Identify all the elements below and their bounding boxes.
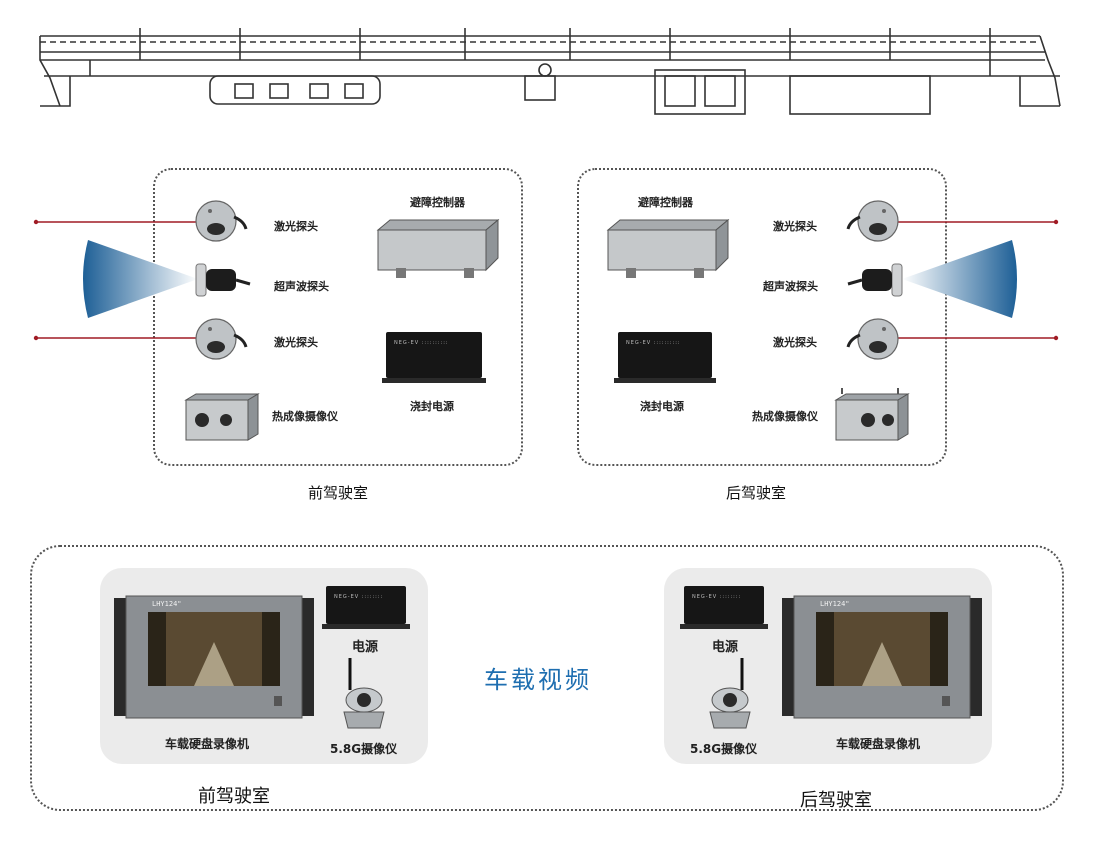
front-cab-label: 前驾驶室 <box>308 484 369 502</box>
rear-potted-power-label: 浇封电源 <box>640 400 684 413</box>
front-laser-probe-1-label: 激光探头 <box>274 220 318 233</box>
rear-thermal-camera-label: 热成像摄像仪 <box>752 410 818 423</box>
dvr-recorder <box>114 595 314 719</box>
front-laser-probe-2-label: 激光探头 <box>274 336 318 349</box>
front-dvr-screen-title: LHY124" <box>152 600 182 608</box>
video-front-cab-label: 前驾驶室 <box>198 786 270 807</box>
rear-laser-probe-1-label: 激光探头 <box>773 220 817 233</box>
front-obstacle-controller-label: 避障控制器 <box>410 196 465 209</box>
video-section-frame <box>30 545 1064 811</box>
wireless-camera-icon <box>343 658 385 729</box>
rear-laser-probe-2-label: 激光探头 <box>773 336 817 349</box>
front-cab-frame <box>153 168 523 466</box>
front-power-label: 电源 <box>352 640 379 655</box>
power-supply: NEG-EV :::::::: <box>680 586 768 629</box>
video-section-title: 车载视频 <box>484 666 592 694</box>
front-camera-label: 5.8G摄像仪 <box>330 742 398 756</box>
rear-ultrasonic-probe-label: 超声波探头 <box>763 280 818 293</box>
rear-cab-frame <box>577 168 947 466</box>
front-potted-power-label: 浇封电源 <box>410 400 454 413</box>
thermal-camera-icon <box>184 393 260 441</box>
wireless-camera-icon <box>709 658 751 729</box>
potted-power-supply: NEG-EV :::::::::: <box>382 332 486 383</box>
rear-dvr-label: 车载硬盘录像机 <box>836 737 921 751</box>
video-rear-cab-label: 后驾驶室 <box>800 790 872 811</box>
vehicle-line-drawing <box>39 28 1061 115</box>
laser-probe-icon <box>846 200 899 242</box>
front-dvr-label: 车载硬盘录像机 <box>165 737 250 751</box>
rear-laser-beams <box>890 219 1059 341</box>
front-sonar-cone <box>83 240 198 318</box>
thermal-camera-icon <box>834 388 910 441</box>
rear-cab-label: 后驾驶室 <box>726 484 787 502</box>
front-thermal-camera-label: 热成像摄像仪 <box>272 410 338 423</box>
laser-probe-icon <box>195 200 248 242</box>
laser-probe-icon <box>846 318 899 360</box>
rear-sonar-cone <box>902 240 1017 318</box>
dvr-recorder <box>782 595 982 719</box>
rear-dvr-screen-title: LHY124" <box>820 600 850 608</box>
front-laser-beams <box>33 219 205 341</box>
power-supply: NEG-EV :::::::: <box>322 586 410 629</box>
front-ultrasonic-probe-label: 超声波探头 <box>274 280 329 293</box>
rear-power-label: 电源 <box>712 640 739 655</box>
potted-power-supply: NEG-EV :::::::::: <box>614 332 716 383</box>
ultrasonic-probe-icon <box>195 263 251 297</box>
obstacle-controller-box <box>606 218 730 278</box>
laser-probe-icon <box>195 318 248 360</box>
ultrasonic-probe-icon <box>847 263 903 297</box>
rear-obstacle-controller-label: 避障控制器 <box>638 196 693 209</box>
obstacle-controller-box <box>376 218 500 278</box>
rear-camera-label: 5.8G摄像仪 <box>690 742 758 756</box>
